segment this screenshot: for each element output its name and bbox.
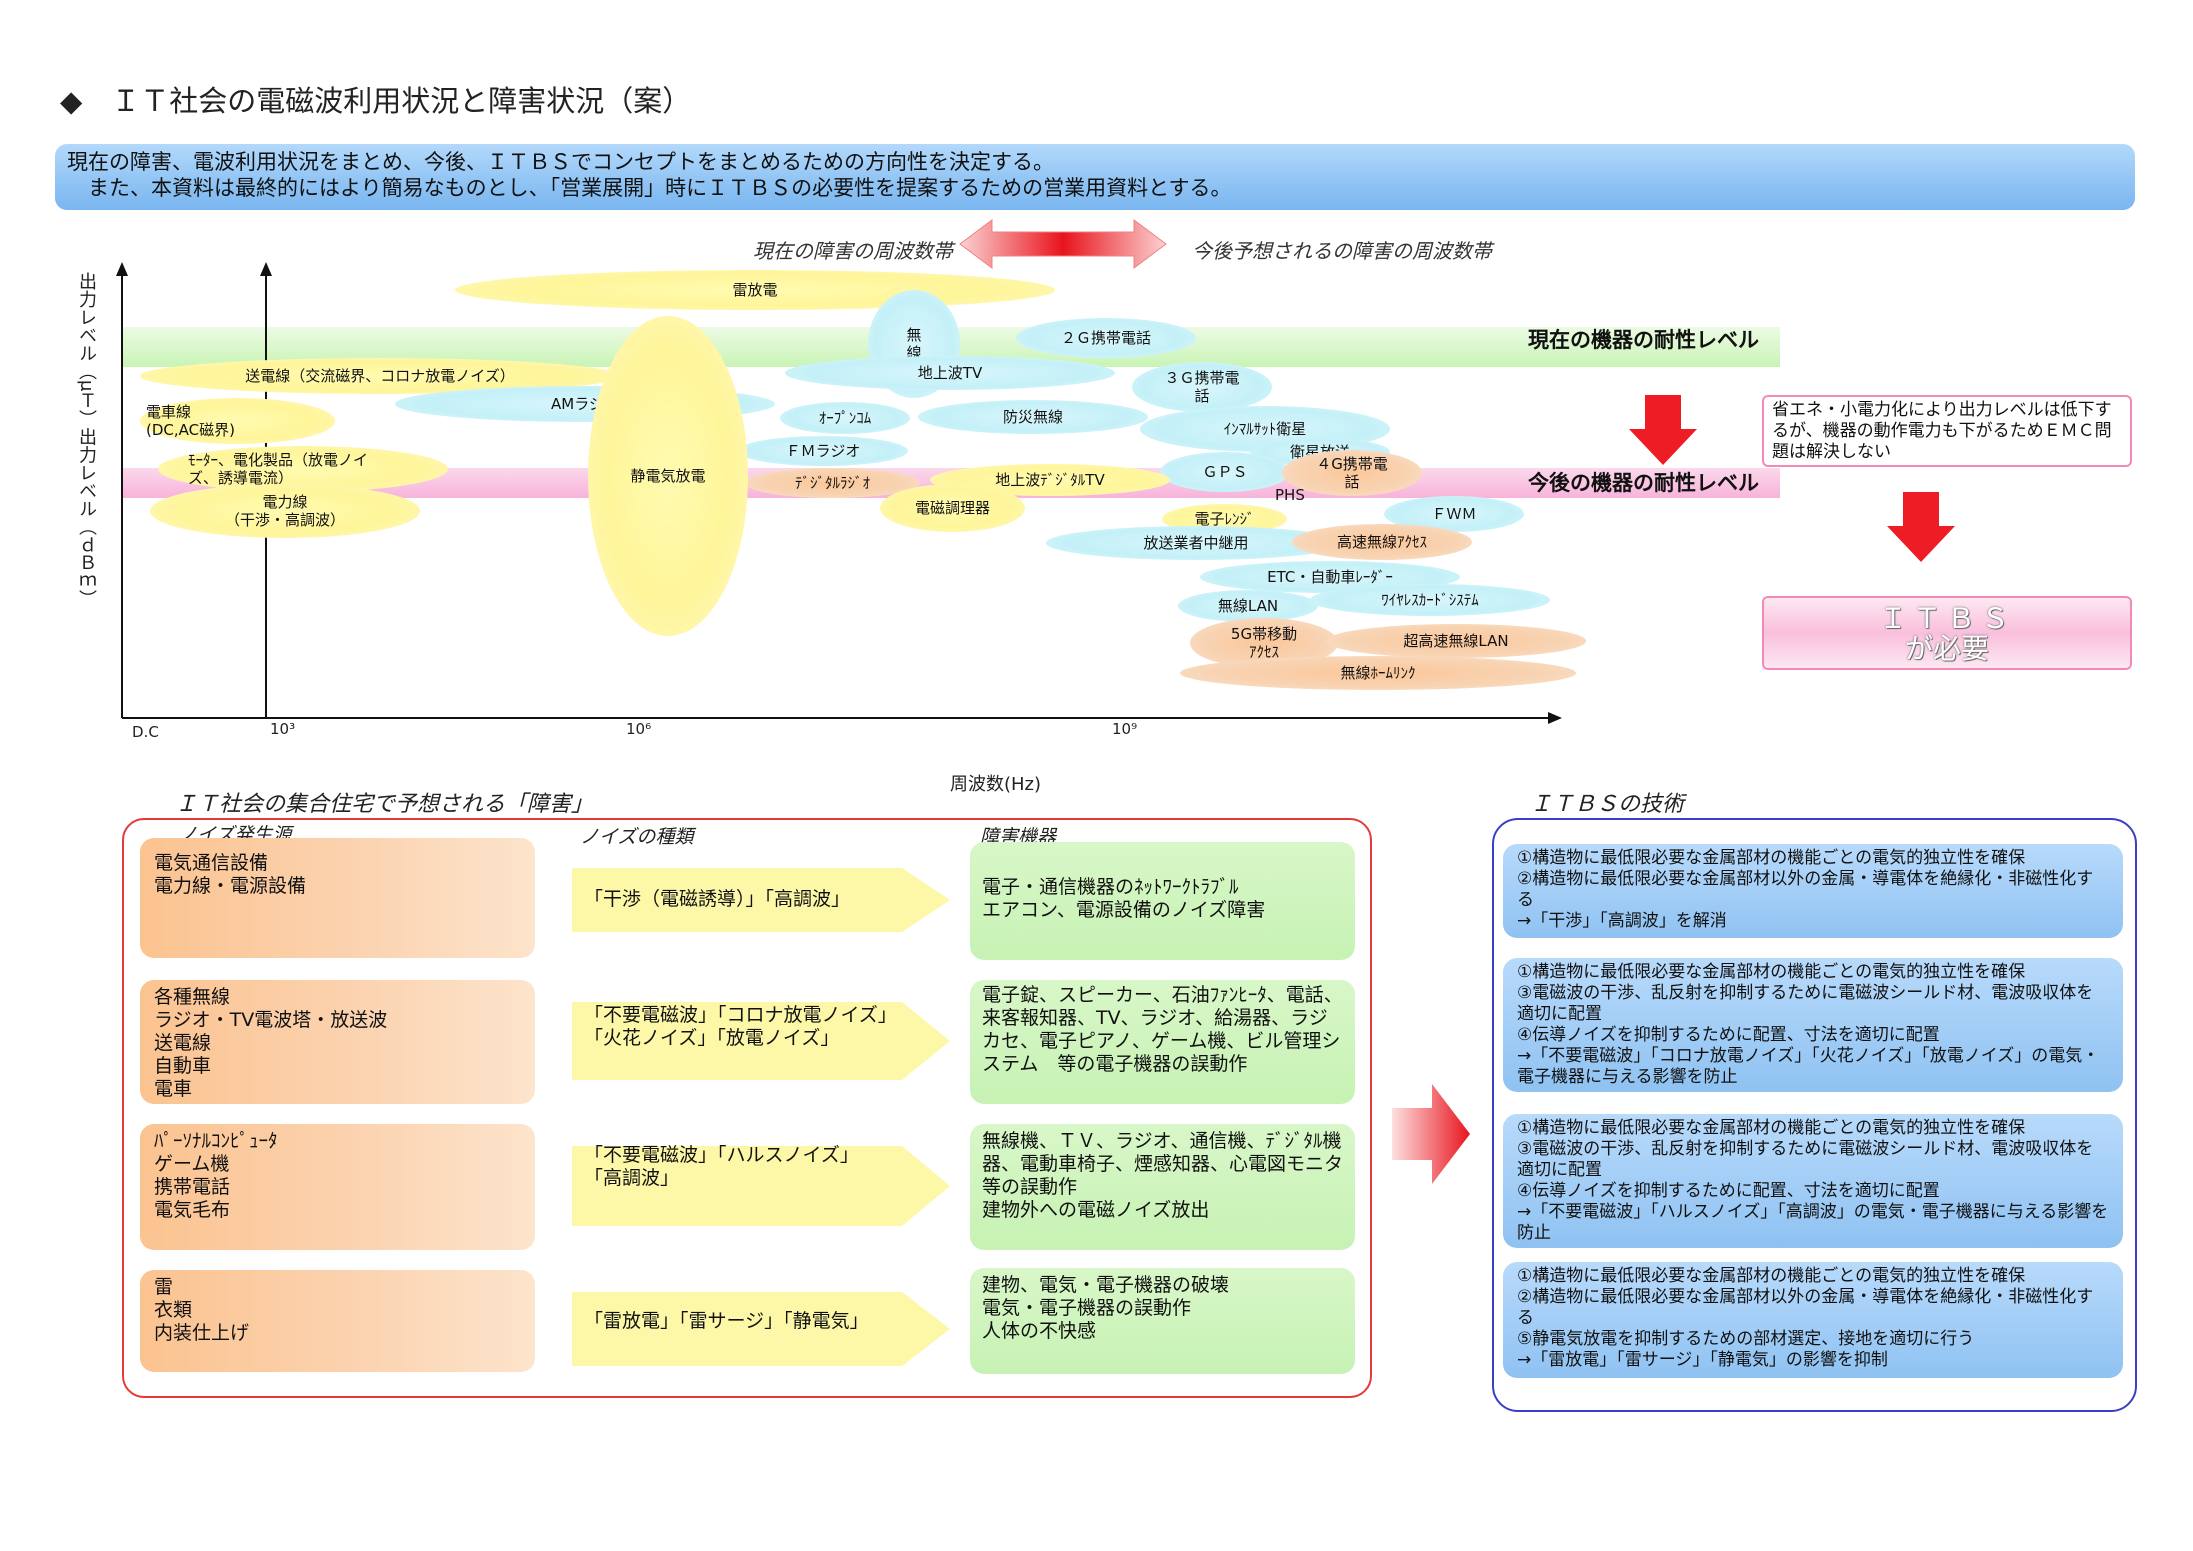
noise-type-4-text: 「雷放電」「雷サージ」「静電気」	[584, 1310, 869, 1332]
itbs-tech-title: ＩＴＢＳの技術	[1530, 792, 1685, 817]
noise-source-4: 雷 衣類 内装仕上げ	[140, 1270, 535, 1372]
itbs-tech-1: ①構造物に最低限必要な金属部材の機能ごとの電気的独立性を確保 ②構造物に最低限必…	[1503, 844, 2123, 938]
x-tick-1e9: 10⁹	[1112, 720, 1138, 738]
itbs-tech-4: ①構造物に最低限必要な金属部材の機能ごとの電気的独立性を確保 ②構造物に最低限必…	[1503, 1262, 2123, 1378]
source-2g: ２Ｇ携帯電話	[1016, 318, 1196, 358]
double-arrow-icon	[959, 219, 1167, 269]
y-axis-label: 出力レベル（μＴ）出力レベル（ｄＢｍ）	[76, 272, 97, 608]
source-4g: ４G携帯電 話	[1282, 450, 1422, 496]
current-band-label: 現在の障害の周波数帯	[753, 239, 953, 263]
noise-source-1: 電気通信設備 電力線・電源設備	[140, 838, 535, 958]
source-gps: ＧＰＳ	[1160, 452, 1290, 492]
itbs-required-box: ＩＴＢＳ が必要	[1762, 596, 2132, 670]
source-open-com: ｵｰﾌﾟﾝｺﾑ	[780, 402, 910, 434]
affected-device-4: 建物、電気・電子機器の破壊 電気・電子機器の誤動作 人体の不快感	[970, 1268, 1355, 1374]
itbs-tech-2: ①構造物に最低限必要な金属部材の機能ごとの電気的独立性を確保 ③電磁波の干渉、乱…	[1503, 958, 2123, 1092]
source-wireless-lan: 無線LAN	[1178, 590, 1318, 622]
source-terrestrial-tv: 地上波TV	[785, 356, 1115, 390]
future-band-label: 今後予想されるの障害の周波数帯	[1192, 239, 1492, 263]
source-broadcast-relay: 放送業者中継用	[1046, 526, 1346, 560]
right-arrow-icon	[1392, 1084, 1470, 1184]
source-fm-radio: ＦＭラジオ	[738, 436, 908, 466]
col-head-type: ノイズの種類	[580, 826, 694, 848]
down-arrow-icon	[1887, 492, 1955, 562]
banner-line-2: また、本資料は最終的にはより簡易なものとし、「営業展開」時にＩＴＢＳの必要性を提…	[67, 176, 1232, 200]
noise-type-3-text: 「不要電磁波」「ハルスノイズ」 「高調波」	[584, 1144, 859, 1189]
x-tick-1e3: 10³	[270, 720, 296, 738]
noise-type-3: 「不要電磁波」「ハルスノイズ」 「高調波」	[572, 1140, 952, 1232]
source-induction-cooker: 電磁調理器	[880, 484, 1025, 532]
page-title: ◆ ＩＴ社会の電磁波利用状況と障害状況（案）	[60, 84, 692, 118]
purpose-banner: 現在の障害、電波利用状況をまとめ、今後、ＩＴＢＳでコンセプトをまとめるための方向…	[55, 144, 2135, 210]
noise-type-2-text: 「不要電磁波」「コロナ放電ノイズ」 「火花ノイズ」「放電ノイズ」	[584, 1004, 897, 1049]
itbs-tech-frame	[1492, 818, 2137, 1412]
source-phs: PHS	[1275, 486, 1305, 504]
current-tolerance-label: 現在の機器の耐性レベル	[1528, 328, 1759, 352]
affected-device-3: 無線機、ＴＶ、ラジオ、通信機、ﾃﾞｼﾞﾀﾙ機器、電動車椅子、煙感知器、心電図モニ…	[970, 1124, 1355, 1250]
noise-source-2: 各種無線 ラジオ・TV電波塔・放送波 送電線 自動車 電車	[140, 980, 535, 1104]
interference-section-title: ＩＴ社会の集合住宅で予想される「障害」	[175, 792, 594, 817]
x-axis-label: 周波数(Hz)	[950, 774, 1042, 795]
source-transmission-line: 送電線（交流磁界、コロナ放電ノイズ）	[140, 358, 620, 394]
banner-line-1: 現在の障害、電波利用状況をまとめ、今後、ＩＴＢＳでコンセプトをまとめるための方向…	[67, 150, 1054, 174]
future-tolerance-label: 今後の機器の耐性レベル	[1528, 471, 1759, 495]
x-tick-1e6: 10⁶	[626, 720, 652, 738]
source-esd: 静電気放電	[588, 316, 748, 636]
x-tick-dc: D.C	[132, 723, 159, 741]
noise-source-3: ﾊﾟｰｿﾅﾙｺﾝﾋﾟｭｰﾀ ゲーム機 携帯電話 電気毛布	[140, 1124, 535, 1250]
source-3g: ３Ｇ携帯電 話	[1132, 362, 1272, 412]
noise-type-1: 「干渉（電磁誘導）」「高調波」	[572, 860, 952, 940]
itbs-label: ＩＴＢＳ	[1878, 602, 2015, 635]
down-arrow-icon	[1629, 395, 1697, 465]
source-uwb-lan: 超高速無線LAN	[1326, 624, 1586, 658]
source-hs-wireless-access: 高速無線ｱｸｾｽ	[1292, 524, 1472, 560]
interference-frame	[122, 818, 1372, 1398]
source-lightning: 雷放電	[455, 270, 1055, 310]
noise-type-1-text: 「干渉（電磁誘導）」「高調波」	[584, 888, 851, 910]
source-train-line: 電車線 (DC,AC磁界)	[140, 398, 335, 444]
noise-type-2: 「不要電磁波」「コロナ放電ノイズ」 「火花ノイズ」「放電ノイズ」	[572, 996, 952, 1086]
affected-device-1: 電子・通信機器のﾈｯﾄﾜｰｸﾄﾗﾌﾞﾙ エアコン、電源設備のノイズ障害	[970, 842, 1355, 960]
source-disaster-radio: 防災無線	[918, 400, 1148, 434]
itbs-tech-3: ①構造物に最低限必要な金属部材の機能ごとの電気的独立性を確保 ③電磁波の干渉、乱…	[1503, 1114, 2123, 1248]
affected-device-2: 電子錠、スピーカー、石油ﾌｧﾝﾋｰﾀ、電話、来客報知器、TV、ラジオ、給湯器、ラ…	[970, 980, 1355, 1104]
source-power-line: 電力線 （干渉・高調波）	[150, 484, 420, 538]
itbs-required-label: が必要	[1904, 632, 1989, 665]
noise-type-4: 「雷放電」「雷サージ」「静電気」	[572, 1286, 952, 1372]
emc-note: 省エネ・小電力化により出力レベルは低下するが、機器の動作電力も下がるためＥＭＣ問…	[1762, 395, 2132, 467]
source-wireless-card: ﾜｲﾔﾚｽｶｰﾄﾞｼｽﾃﾑ	[1310, 584, 1550, 616]
source-digital-radio: ﾃﾞｼﾞﾀﾙﾗｼﾞｵ	[745, 468, 920, 498]
source-home-link: 無線ﾎｰﾑﾘﾝｸ	[1180, 656, 1576, 690]
